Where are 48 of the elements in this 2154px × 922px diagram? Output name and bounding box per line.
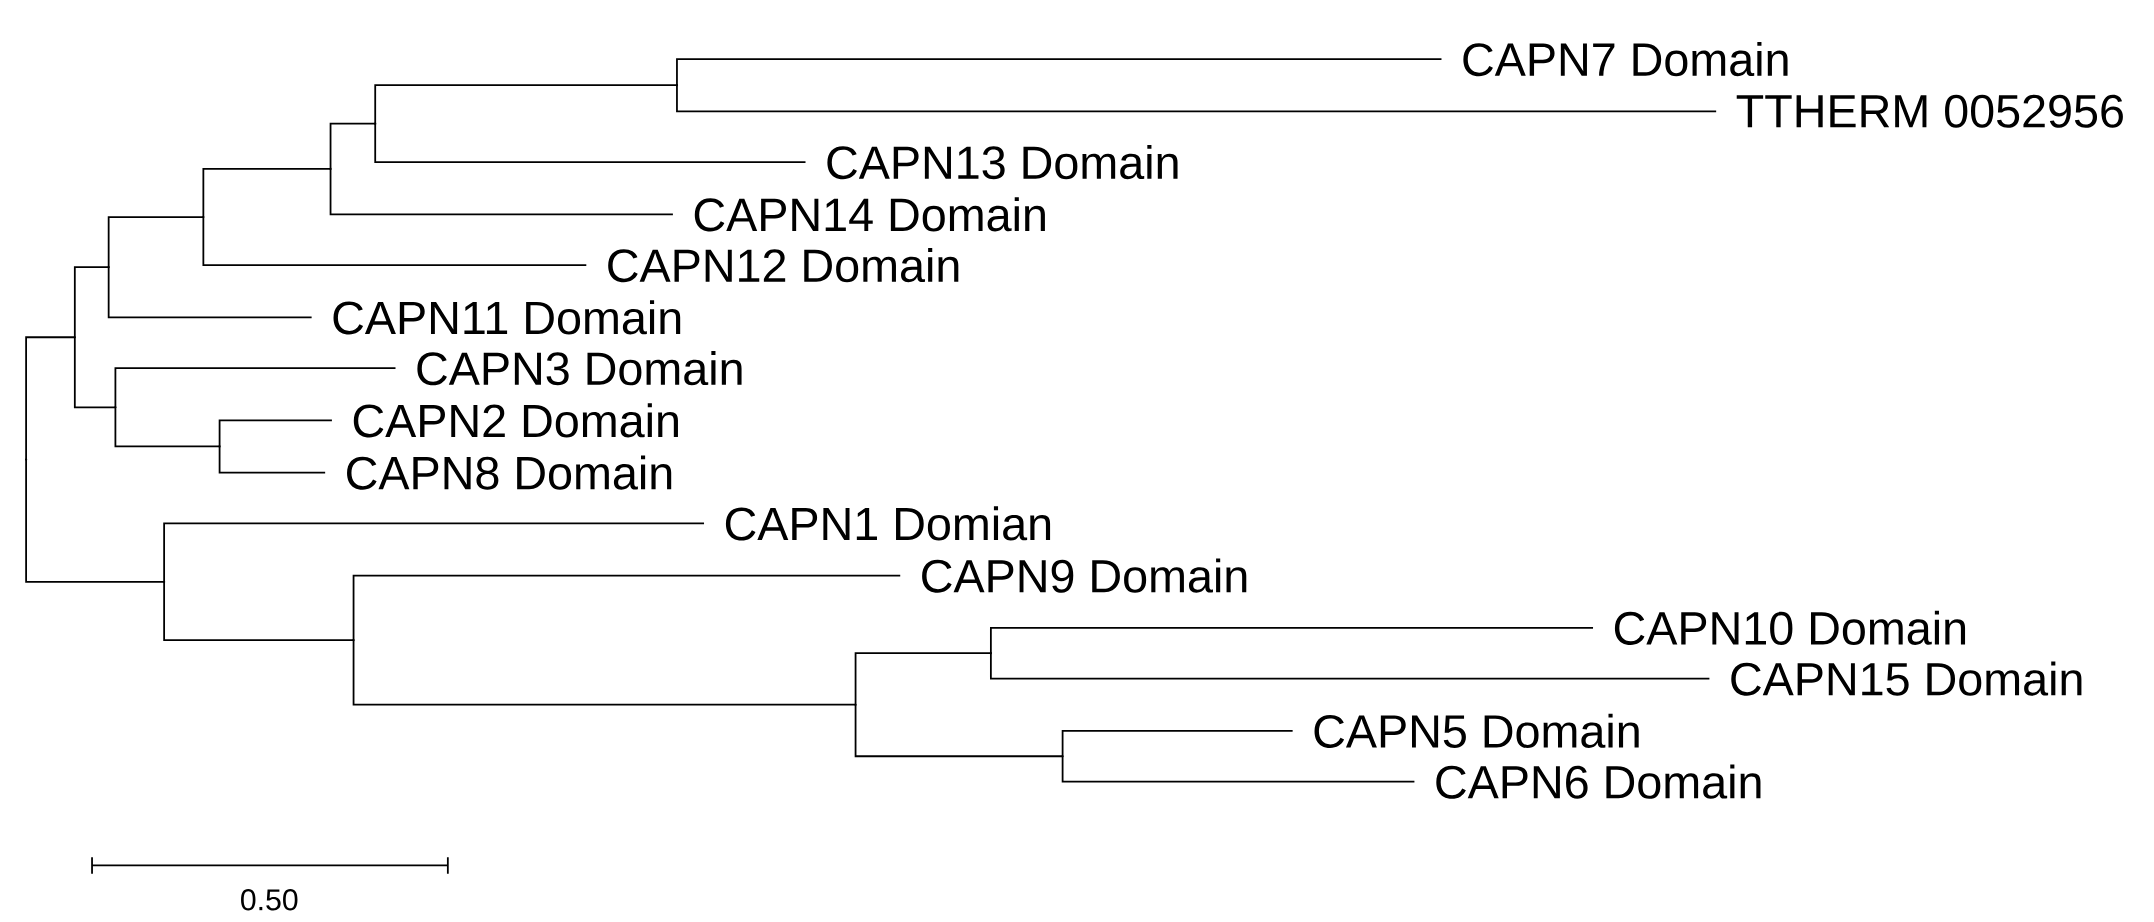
branch-line <box>854 652 992 706</box>
leaf-label: CAPN7 Domain <box>1463 42 1788 77</box>
branch-line <box>107 266 313 319</box>
branch-line <box>163 522 705 583</box>
branch-line <box>676 58 1443 87</box>
branch-line <box>73 266 110 339</box>
branch-line <box>329 168 674 216</box>
branch-line <box>990 627 1594 655</box>
branch-line <box>25 458 165 583</box>
leaf-label: CAPN1 Domian <box>725 506 1051 541</box>
branch-line <box>202 216 588 267</box>
leaf-label: CAPN14 Domain <box>694 197 1045 232</box>
junction-point <box>352 639 355 642</box>
branch-line <box>676 84 1718 113</box>
leaf-label: CAPN8 Domain <box>347 455 672 490</box>
branch-line <box>73 336 117 409</box>
junction-point <box>1061 755 1064 758</box>
branch-line <box>114 406 221 448</box>
branch-line <box>352 574 902 642</box>
branch-line <box>202 168 332 219</box>
leaf-label: CAPN12 Domain <box>608 248 959 283</box>
junction-point <box>854 703 857 706</box>
branch-line <box>854 703 1064 758</box>
leaf-label: CAPN9 Domain <box>922 558 1247 593</box>
branch-line <box>374 122 807 164</box>
leaf-label: CAPN5 Domain <box>1314 713 1639 749</box>
leaf-label: CAPN3 Domain <box>417 351 742 386</box>
branch-line <box>218 445 327 474</box>
branch-line <box>990 652 1711 680</box>
branch-line <box>329 122 377 170</box>
branch-line <box>163 581 355 642</box>
branch-line <box>107 216 205 269</box>
branch-line <box>374 84 678 125</box>
branch-line <box>352 639 857 706</box>
leaf-label: CAPN6 Domain <box>1436 764 1761 799</box>
branch-line <box>114 367 397 409</box>
branch-line <box>1061 730 1294 758</box>
leaf-label: CAPN15 Domain <box>1731 661 2082 696</box>
leaf-label: CAPN13 Domain <box>827 145 1178 180</box>
leaf-label: TTHERM 0052956 <box>1736 94 2123 128</box>
leaf-label: CAPN2 Domain <box>353 403 678 438</box>
scale-label: 0.50 <box>241 889 298 911</box>
branch-line <box>25 336 76 461</box>
leaf-label: CAPN11 Domain <box>333 300 681 335</box>
branch-line <box>1061 755 1416 783</box>
branch-line <box>218 419 333 448</box>
leaf-label: CAPN10 Domain <box>1614 610 1966 646</box>
junction-point <box>218 445 221 448</box>
